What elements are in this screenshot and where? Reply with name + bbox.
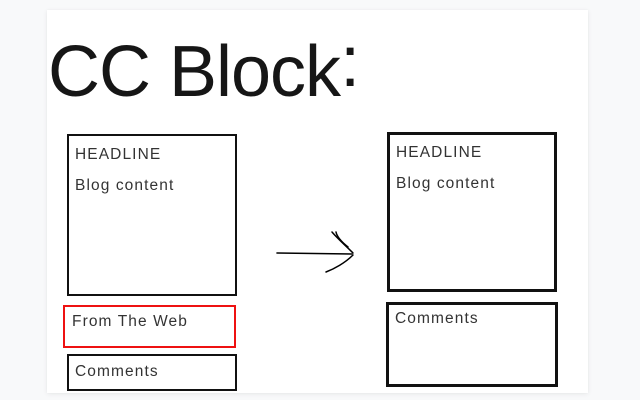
- title-colon: :: [340, 22, 360, 102]
- slide-page: CC Block: HEADLINE Blog content From The…: [47, 10, 588, 393]
- page-title: CC Block:: [48, 26, 360, 108]
- from-the-web-label: From The Web: [72, 313, 188, 330]
- after-comments-block: Comments: [386, 302, 558, 387]
- before-from-the-web-block: From The Web: [63, 305, 236, 348]
- before-comments-block: Comments: [67, 354, 237, 391]
- headline-label: HEADLINE: [75, 146, 162, 163]
- before-main-block: HEADLINE Blog content: [67, 134, 237, 296]
- blog-content-label: Blog content: [396, 175, 496, 192]
- comments-label: Comments: [75, 363, 159, 380]
- title-text: CC Block: [48, 32, 341, 112]
- right-arrow-icon: [276, 231, 354, 273]
- headline-label: HEADLINE: [396, 144, 483, 161]
- comments-label: Comments: [395, 310, 479, 327]
- after-main-block: HEADLINE Blog content: [387, 132, 557, 292]
- blog-content-label: Blog content: [75, 177, 175, 194]
